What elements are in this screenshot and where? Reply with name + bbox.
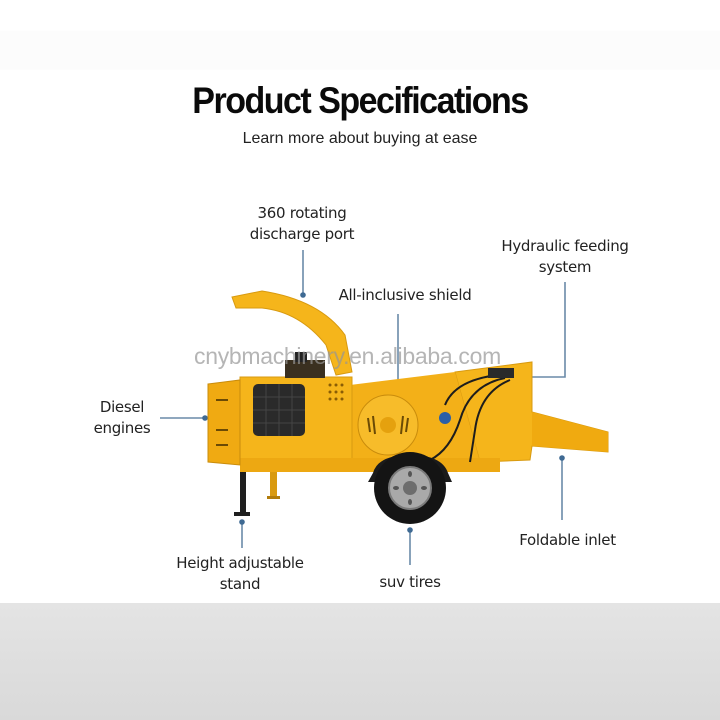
callout-discharge-port-line1: 360 rotating <box>257 204 347 222</box>
callout-shield-line1: All-inclusive shield <box>338 286 472 304</box>
callout-height-stand-line2: stand <box>219 575 261 593</box>
callout-hydraulic-feeding: Hydraulic feeding system <box>490 236 640 278</box>
callout-suv-tires-line1: suv tires <box>379 573 441 591</box>
callout-discharge-port-line2: discharge port <box>249 225 355 243</box>
page-title: Product Specifications <box>192 80 529 122</box>
callout-height-stand-line1: Height adjustable <box>176 554 304 572</box>
callout-shield: All-inclusive shield <box>330 285 480 306</box>
callout-height-stand: Height adjustable stand <box>165 553 315 595</box>
callout-foldable-inlet-line1: Foldable inlet <box>519 531 616 549</box>
callout-hydraulic-feeding-line1: Hydraulic feeding <box>501 237 629 255</box>
callout-hydraulic-feeding-line2: system <box>538 258 592 276</box>
callout-diesel-engines-line2: engines <box>93 419 151 437</box>
callout-foldable-inlet: Foldable inlet <box>505 530 630 551</box>
callout-diesel-engines-line1: Diesel <box>99 398 145 416</box>
top-background-band <box>0 0 720 70</box>
callout-diesel-engines: Diesel engines <box>84 397 160 439</box>
page-subtitle: Learn more about buying at ease <box>242 130 478 147</box>
bottom-gray-band <box>0 603 720 720</box>
callout-suv-tires: suv tires <box>355 572 465 593</box>
callout-discharge-port: 360 rotating discharge port <box>232 203 372 245</box>
watermark-text: cnybmachinery.en.alibaba.com <box>194 343 501 369</box>
